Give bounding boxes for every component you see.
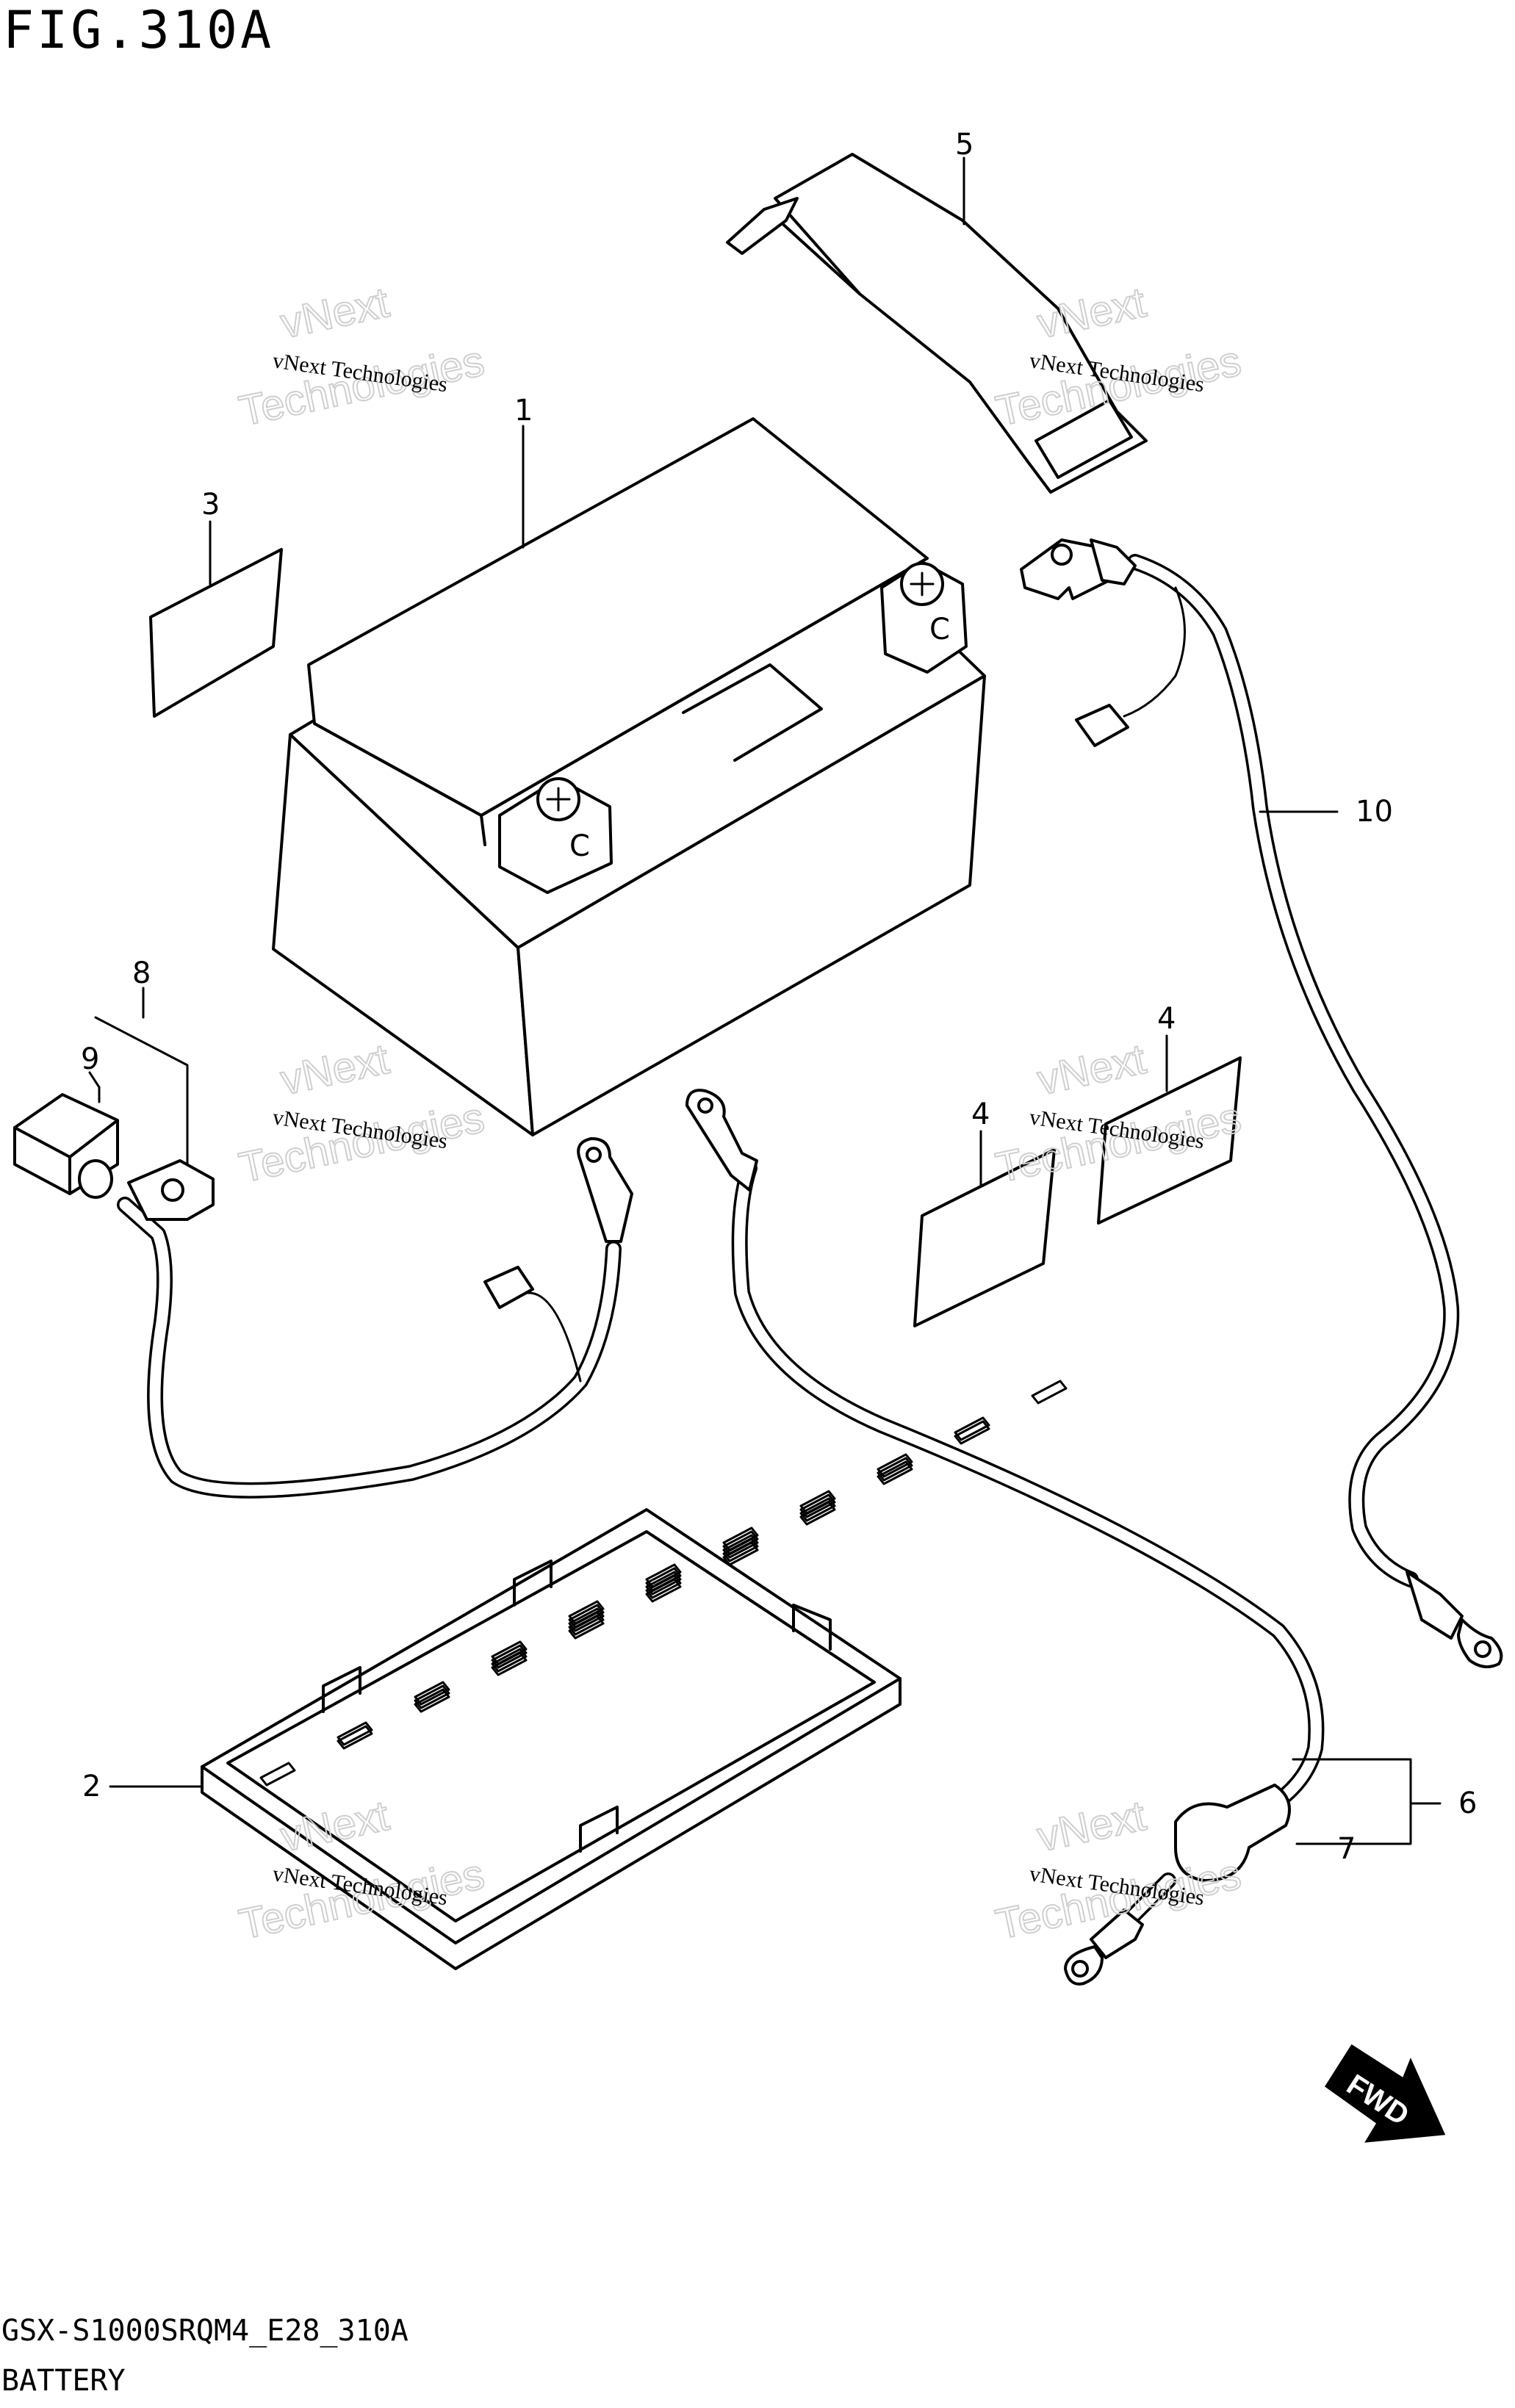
callout-7: 7 — [1337, 1832, 1356, 1866]
harness-part-10[interactable] — [1020, 538, 1503, 1668]
battery-cable-part-6[interactable] — [685, 1089, 1325, 1826]
watermark-line3: Technologies — [235, 337, 489, 436]
tray-slot — [799, 1497, 836, 1522]
tray-slot — [568, 1611, 605, 1636]
watermark-line1: vNext — [1033, 1035, 1150, 1104]
tray-slot — [491, 1651, 528, 1676]
tray-slot — [877, 1460, 913, 1485]
figure-code: GSX-S1000SRQM4_E28_310A — [1, 2314, 409, 2348]
tray-slot — [568, 1615, 605, 1640]
callout-2: 2 — [82, 1770, 101, 1803]
tray-slot — [337, 1725, 373, 1750]
tray-slot — [259, 1762, 296, 1787]
tray-slot — [645, 1578, 682, 1603]
leader-6-7 — [1292, 1758, 1442, 1845]
svg-text:C: C — [569, 829, 590, 863]
cap-part-7[interactable] — [1064, 1784, 1291, 1986]
fwd-direction-badge: FWD — [1324, 2044, 1446, 2143]
label-part-3[interactable] — [149, 520, 283, 718]
label-part-4a[interactable] — [913, 1130, 1056, 1327]
label-part-4b[interactable] — [1097, 1034, 1242, 1225]
callout-4a: 4 — [971, 1097, 990, 1131]
tray-slot — [491, 1648, 528, 1673]
figure-name: BATTERY — [1, 2364, 126, 2398]
tray-slot — [954, 1416, 990, 1441]
watermark-line1: vNext — [1033, 1792, 1150, 1861]
callout-3: 3 — [201, 488, 220, 522]
tray-slot — [1031, 1380, 1068, 1405]
tray-slot — [799, 1501, 836, 1526]
callout-5: 5 — [955, 128, 974, 162]
watermark-line1: vNext — [276, 278, 393, 347]
watermark-line1: vNext — [276, 1035, 393, 1104]
tray-slot — [414, 1688, 450, 1713]
svg-text:C: C — [929, 613, 950, 646]
callout-9: 9 — [81, 1042, 99, 1076]
tray-slot — [337, 1721, 373, 1746]
tray-slot — [954, 1420, 990, 1445]
callout-10: 10 — [1356, 795, 1393, 829]
callout-8: 8 — [132, 956, 151, 990]
tray-slot — [414, 1684, 450, 1709]
cap-part-9[interactable] — [13, 1071, 119, 1199]
tray-slot — [722, 1541, 759, 1566]
callout-6: 6 — [1458, 1787, 1477, 1820]
battery-part-1[interactable]: C C — [272, 417, 986, 1136]
strap-part-5[interactable] — [726, 153, 1148, 494]
battery-cable-part-8[interactable] — [94, 987, 633, 1499]
callout-4b: 4 — [1157, 1002, 1176, 1036]
figure-title: FIG.310A — [3, 0, 275, 60]
tray-slot — [645, 1574, 682, 1599]
watermark-line3: Technologies — [235, 1094, 489, 1192]
battery-tray-part-2[interactable] — [109, 1380, 1068, 1970]
tray-slot — [722, 1538, 759, 1562]
tray-slot — [877, 1457, 913, 1482]
callout-1: 1 — [514, 394, 533, 428]
watermark-line1: vNext — [1033, 278, 1150, 347]
